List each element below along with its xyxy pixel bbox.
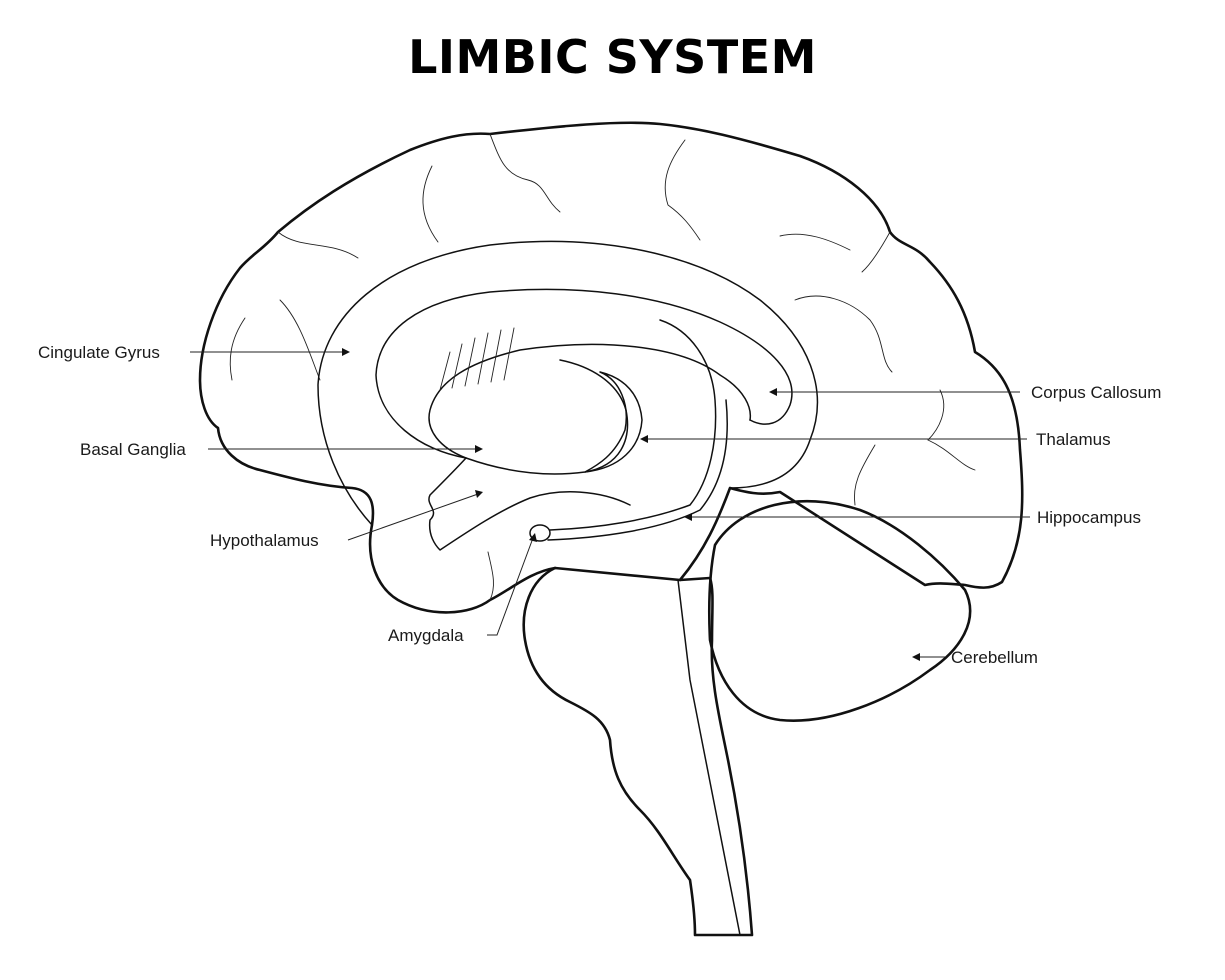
leader-hypothalamus (347, 490, 483, 541)
label-cingulate-gyrus: Cingulate Gyrus (38, 343, 160, 362)
label-thalamus: Thalamus (1036, 430, 1111, 449)
amygdala-shape (529, 524, 551, 542)
label-basal-ganglia: Basal Ganglia (80, 440, 186, 459)
sulcus-1 (277, 231, 359, 259)
leader-basal-ganglia (208, 445, 483, 453)
sulcus-9 (279, 299, 321, 381)
leader-cingulate-gyrus (190, 348, 350, 356)
basal-ganglia-outline (465, 359, 629, 475)
sulcus-10 (927, 389, 976, 471)
leader-thalamus (640, 435, 1027, 443)
sulcus-11 (853, 444, 876, 506)
thalamus-outline (584, 371, 643, 473)
page-title: LIMBIC SYSTEM (408, 30, 817, 84)
cerebrum-outline (198, 121, 1024, 614)
cerebellum-outline (707, 499, 972, 722)
corpus-callosum-inner (428, 343, 752, 459)
hippocampus-inner (547, 399, 728, 541)
sulcus-8 (229, 317, 246, 381)
leader-hippocampus (684, 513, 1030, 521)
sulcus-4 (664, 139, 701, 241)
sulcus-3 (489, 133, 561, 213)
sulcus-12 (487, 551, 494, 601)
leader-amygdala (487, 533, 537, 636)
label-amygdala: Amygdala (388, 626, 464, 645)
label-hypothalamus: Hypothalamus (210, 531, 319, 550)
sulcus-5 (779, 233, 851, 251)
fornix-hatching (439, 327, 515, 391)
corpus-callosum-outer (375, 288, 793, 459)
hypothalamus-outline (428, 457, 631, 551)
brainstem-inner-line (677, 579, 741, 936)
sulcus-6 (861, 231, 891, 273)
label-corpus-callosum: Corpus Callosum (1031, 383, 1161, 402)
hippocampus-outline (549, 319, 717, 531)
sulcus-2 (422, 165, 439, 243)
leader-cerebellum (912, 653, 945, 661)
brainstem-outline (522, 566, 754, 937)
sulcus-7 (794, 295, 893, 373)
cingulate-gyrus-outer (317, 240, 818, 526)
label-hippocampus: Hippocampus (1037, 508, 1141, 527)
leader-corpus-callosum (769, 388, 1020, 396)
label-cerebellum: Cerebellum (951, 648, 1038, 667)
